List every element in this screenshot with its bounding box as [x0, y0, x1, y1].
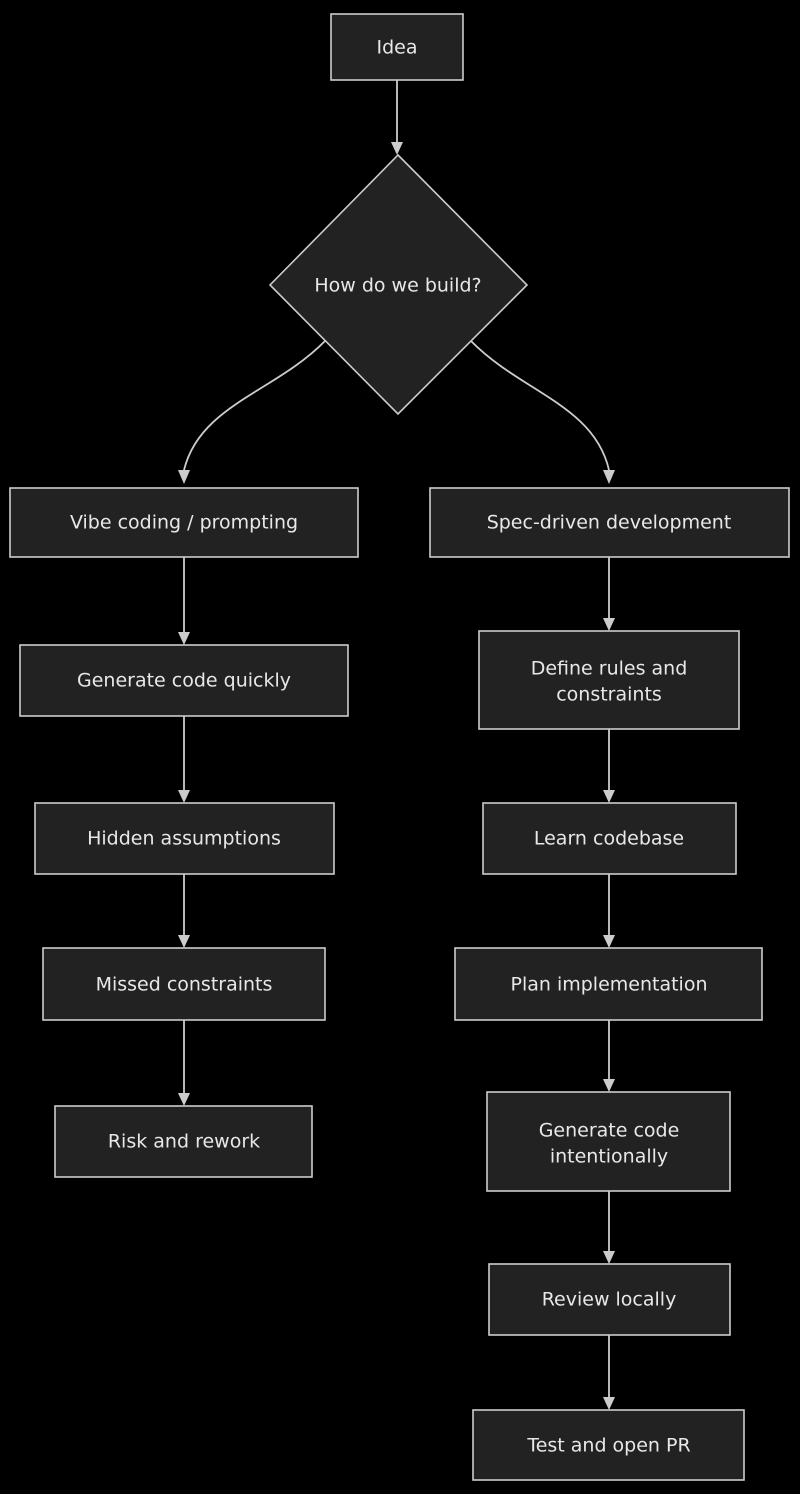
- edge-decision-to-spec: [470, 340, 615, 484]
- edge-hidden-to-missed: [178, 874, 190, 948]
- edge-missed-to-risk: [178, 1020, 190, 1106]
- edge-define-rules-to-learn: [603, 729, 615, 803]
- node-generate-code-quickly[interactable]: Generate code quickly: [19, 644, 349, 717]
- edge-review-to-test: [603, 1335, 615, 1410]
- node-define-rules-and-constraints[interactable]: Define rules and constraints: [478, 630, 740, 730]
- edge-decision-to-vibe: [178, 340, 326, 484]
- node-spec-driven-development[interactable]: Spec-driven development: [429, 487, 790, 558]
- node-plan-implementation[interactable]: Plan implementation: [454, 947, 763, 1021]
- node-layer: Idea How do we build? Vibe coding / prom…: [9, 13, 790, 1481]
- node-risk-and-rework[interactable]: Risk and rework: [54, 1105, 313, 1178]
- edge-vibe-to-generate-quick: [178, 557, 190, 645]
- node-idea[interactable]: Idea: [330, 13, 464, 81]
- node-vibe-coding[interactable]: Vibe coding / prompting: [9, 487, 359, 558]
- node-generate-code-intentionally[interactable]: Generate code intentionally: [486, 1091, 731, 1192]
- edge-generate-intent-to-review: [603, 1191, 615, 1264]
- node-review-locally[interactable]: Review locally: [488, 1263, 731, 1336]
- node-decision-how-do-we-build[interactable]: How do we build?: [268, 153, 529, 416]
- node-learn-codebase[interactable]: Learn codebase: [482, 802, 737, 875]
- edge-idea-to-decision: [391, 80, 403, 155]
- edge-spec-to-define-rules: [603, 557, 615, 631]
- edge-generate-quick-to-hidden: [178, 716, 190, 803]
- edge-learn-to-plan: [603, 874, 615, 948]
- node-missed-constraints[interactable]: Missed constraints: [42, 947, 326, 1021]
- edge-plan-to-generate-intent: [603, 1020, 615, 1092]
- node-test-and-open-pr[interactable]: Test and open PR: [472, 1409, 745, 1481]
- node-hidden-assumptions[interactable]: Hidden assumptions: [34, 802, 335, 875]
- edge-layer: [178, 80, 615, 1410]
